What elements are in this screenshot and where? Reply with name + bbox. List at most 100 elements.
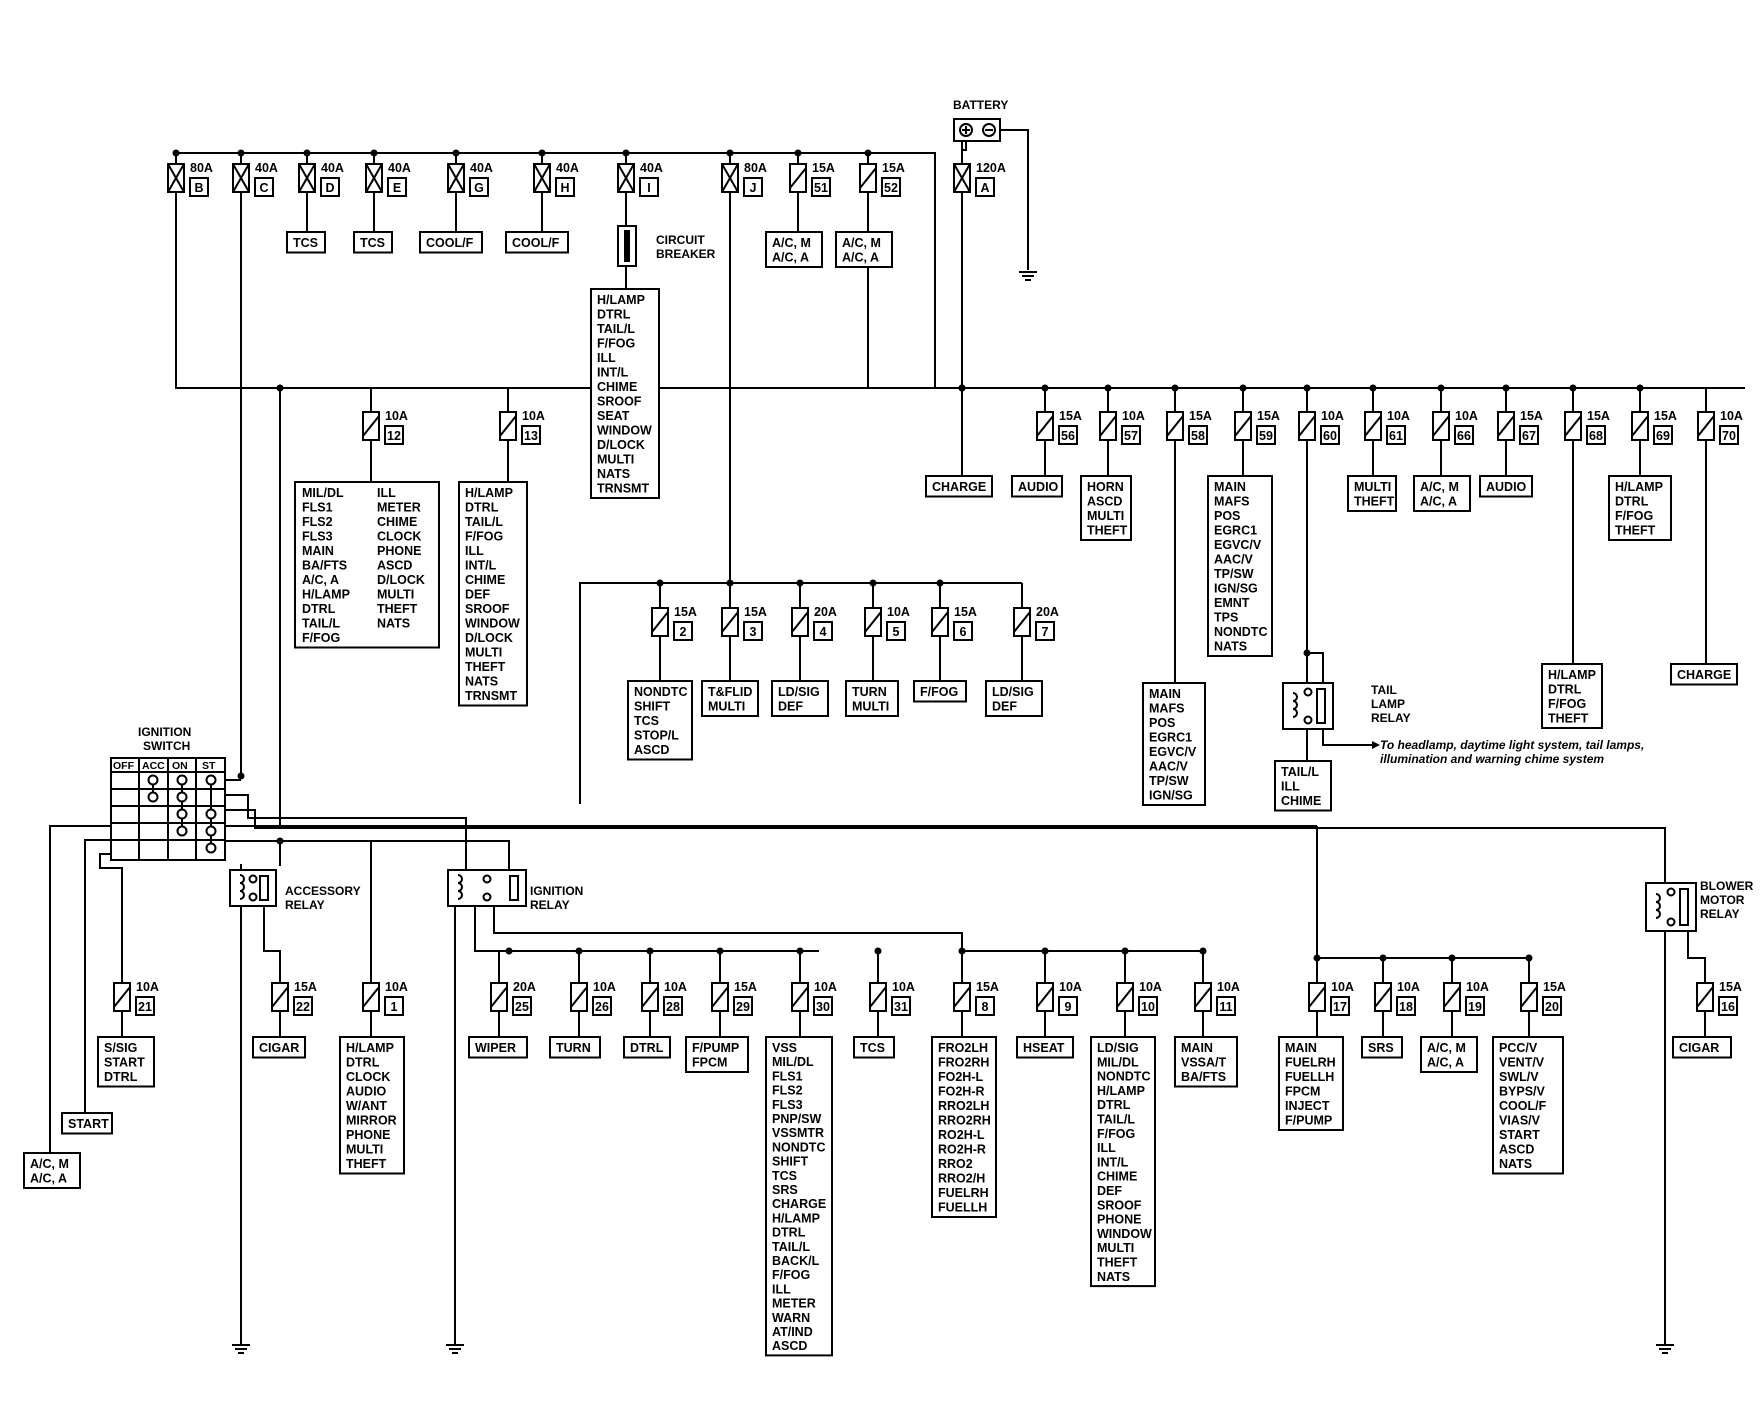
circuit-breaker: CIRCUIT BREAKER bbox=[617, 225, 716, 267]
load-fuse-12-item: FLS1 bbox=[302, 501, 333, 515]
load-fuse-19-item: A/C, A bbox=[1427, 1056, 1464, 1070]
load-fuse-30-item: ASCD bbox=[772, 1339, 807, 1353]
load-fuse-30-item: METER bbox=[772, 1297, 816, 1311]
load-fuse-21-item: DTRL bbox=[104, 1070, 138, 1084]
fuse-symbol bbox=[791, 607, 809, 637]
load-fuse-13-item: TRNSMT bbox=[465, 689, 517, 703]
fuse-f22-id: 22 bbox=[293, 996, 313, 1016]
fuse-symbol bbox=[651, 607, 669, 637]
load-fuse-57-item: THEFT bbox=[1087, 524, 1128, 538]
fuse-f19-id-text: 19 bbox=[1468, 1000, 1482, 1014]
tail-relay-label-2: LAMP bbox=[1371, 697, 1405, 711]
load-fuse-20-item: VENT/V bbox=[1499, 1056, 1545, 1070]
fuse-f67-id-text: 67 bbox=[1522, 429, 1536, 443]
blower-relay-label-1: BLOWER bbox=[1700, 879, 1754, 893]
fuse-f8-id-text: 8 bbox=[982, 1000, 989, 1014]
load-fuse-1-item: AUDIO bbox=[346, 1085, 387, 1099]
fuse-f6-rating: 15A bbox=[954, 605, 977, 619]
fuse-f70-id: 70 bbox=[1719, 425, 1739, 445]
wire bbox=[225, 794, 467, 897]
load-fuse-30-item: NONDTC bbox=[772, 1140, 825, 1154]
fuse-f51-id-text: 51 bbox=[814, 181, 828, 195]
wire bbox=[263, 906, 281, 983]
fuse-symbol bbox=[864, 607, 882, 637]
fuse-f66-id: 66 bbox=[1454, 425, 1474, 445]
load-fuse-10-item: MIL/DL bbox=[1097, 1055, 1139, 1069]
load-fuse-29-item: FPCM bbox=[692, 1056, 727, 1070]
link-C-id: C bbox=[254, 177, 274, 197]
fuse-f3-id: 3 bbox=[743, 621, 763, 641]
load-fuse-56-item: AUDIO bbox=[1018, 480, 1059, 494]
fuse-f31-rating: 10A bbox=[892, 980, 915, 994]
fuse-f13-id-text: 13 bbox=[524, 429, 538, 443]
load-fuse-8-item: FO2H-R bbox=[938, 1085, 985, 1099]
load-fuse-20-item: PCC/V bbox=[1499, 1041, 1538, 1055]
fuse-symbol bbox=[931, 607, 949, 637]
load-fuse-12-item: ASCD bbox=[377, 559, 412, 573]
link-I-id: I bbox=[639, 177, 659, 197]
load-fuse-59-item: EGRC1 bbox=[1214, 524, 1257, 538]
fuse-symbol bbox=[953, 982, 971, 1012]
link-G-rating: 40A bbox=[470, 161, 493, 175]
fuse-symbol bbox=[490, 982, 508, 1012]
load-fuse-17-item: FUELLH bbox=[1285, 1070, 1334, 1084]
load-fuse-30-item: WARN bbox=[772, 1311, 810, 1325]
load-fuse-59-item: MAIN bbox=[1214, 480, 1246, 494]
fuse-f52-rating: 15A bbox=[882, 161, 905, 175]
load-fuse-59-item: EGVC/V bbox=[1214, 538, 1262, 552]
load-fuse-13-item: D/LOCK bbox=[465, 631, 513, 645]
load-fuse-59-item: POS bbox=[1214, 509, 1240, 523]
load-fuse-66: A/C, MA/C, A bbox=[1413, 475, 1471, 512]
fuse-f58-id: 58 bbox=[1188, 425, 1208, 445]
load-fuse-59-item: NATS bbox=[1214, 640, 1247, 654]
load-fuse-3-item: MULTI bbox=[708, 700, 745, 714]
wire bbox=[84, 839, 111, 1113]
fuse-f8-rating: 15A bbox=[976, 980, 999, 994]
load-fuse-31: TCS bbox=[853, 1036, 895, 1059]
load-fuse-66-item: A/C, M bbox=[1420, 480, 1459, 494]
fuse-f28-id-text: 28 bbox=[666, 1000, 680, 1014]
fuse-f3-id-text: 3 bbox=[750, 625, 757, 639]
link-A-id-text: A bbox=[980, 181, 989, 195]
junction-dot bbox=[237, 772, 245, 780]
fuse-f57-id: 57 bbox=[1121, 425, 1141, 445]
load-start-item: START bbox=[68, 1117, 109, 1131]
load-fuse-52: A/C, MA/C, A bbox=[835, 231, 893, 268]
load-fuse-26-item: TURN bbox=[556, 1041, 591, 1055]
accessory-relay bbox=[229, 869, 277, 907]
load-link-G-item: COOL/F bbox=[426, 236, 474, 250]
wire bbox=[280, 840, 372, 844]
load-link-H: COOL/F bbox=[505, 231, 569, 254]
wire bbox=[175, 191, 935, 389]
fuse-f26-id-text: 26 bbox=[595, 1000, 609, 1014]
load-fuse-4-item: DEF bbox=[778, 700, 803, 714]
load-fuse-58-item: AAC/V bbox=[1149, 760, 1189, 774]
fuse-f4-id-text: 4 bbox=[820, 625, 827, 639]
load-link-I-item: F/FOG bbox=[597, 337, 635, 351]
load-fuse-13-item: DEF bbox=[465, 588, 490, 602]
load-fuse-30-item: CHARGE bbox=[772, 1197, 826, 1211]
load-fuse-10-item: ILL bbox=[1097, 1141, 1116, 1155]
load-fuse-30-item: FLS3 bbox=[772, 1098, 803, 1112]
fuse-f26-rating: 10A bbox=[593, 980, 616, 994]
load-fuse-30-item: MIL/DL bbox=[772, 1055, 814, 1069]
fuse-f8-id: 8 bbox=[975, 996, 995, 1016]
link-H-id: H bbox=[555, 177, 575, 197]
fuse-f13-rating: 10A bbox=[522, 409, 545, 423]
fuse-f67-id: 67 bbox=[1519, 425, 1539, 445]
fuse-symbol bbox=[1116, 982, 1134, 1012]
fuse-f1-rating: 10A bbox=[385, 980, 408, 994]
load-fuse-58-item: MAIN bbox=[1149, 687, 1181, 701]
fuse-f28-rating: 10A bbox=[664, 980, 687, 994]
tail-note-1: To headlamp, daytime light system, tail … bbox=[1380, 738, 1644, 752]
link-E-id-text: E bbox=[393, 181, 401, 195]
load-fuse-13-item: F/FOG bbox=[465, 530, 503, 544]
fuse-f21-id-text: 21 bbox=[138, 1000, 152, 1014]
fuse-symbol bbox=[1364, 411, 1382, 441]
fusible-link-symbol bbox=[617, 163, 635, 193]
fuse-f19-id: 19 bbox=[1465, 996, 1485, 1016]
link-G-id-text: G bbox=[474, 181, 484, 195]
fuse-f30-rating: 10A bbox=[814, 980, 837, 994]
